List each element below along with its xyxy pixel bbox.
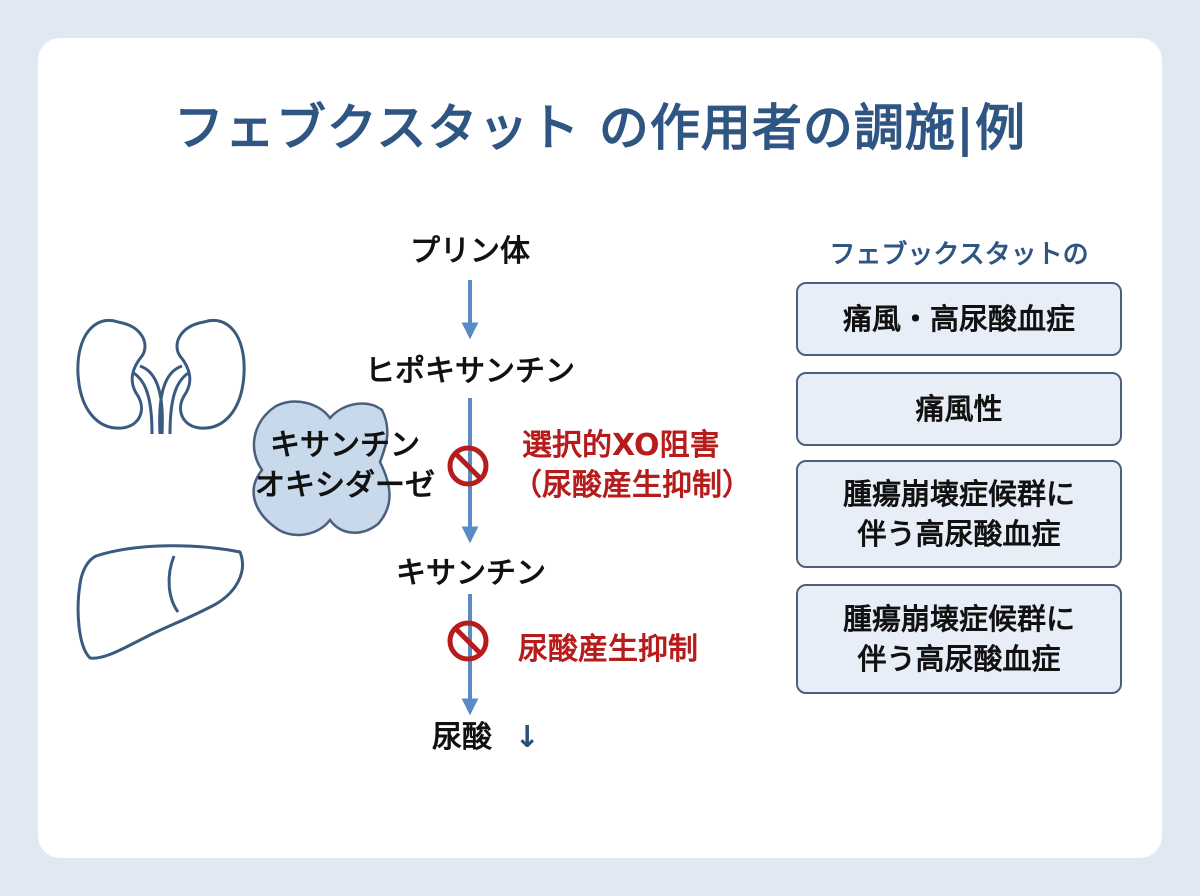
node-xanthine: キサンチン	[396, 556, 546, 591]
indication-text: 腫瘍崩壊症候群に 伴う高尿酸血症	[842, 477, 1075, 551]
indication-box: 腫瘍崩壊症候群に 伴う高尿酸血症	[796, 460, 1122, 568]
indication-box: 痛風性	[796, 372, 1122, 446]
down-arrow-icon: ↓	[514, 720, 540, 755]
indication-text: 痛風性	[915, 392, 1003, 426]
content-card	[38, 38, 1162, 858]
enzyme-label-line2: オキシダーゼ	[255, 468, 435, 503]
enzyme-label-line1: キサンチン	[270, 428, 420, 463]
uric-acid-label: 尿酸	[432, 720, 492, 755]
inhibition-label-2: 尿酸産生抑制	[518, 632, 698, 667]
kidney-icon	[76, 318, 246, 435]
indication-box: 痛風・高尿酸血症	[796, 282, 1122, 356]
liver-icon	[76, 544, 244, 660]
node-uric-acid: 尿酸 ↓	[432, 712, 540, 756]
node-purine: プリン体	[410, 234, 530, 269]
inhibition-label-1: 選択的XO阻害 （尿酸産生抑制）	[512, 426, 752, 506]
enzyme-icon	[252, 400, 391, 537]
indications-title: フェブックスタットの	[829, 240, 1089, 270]
indication-text: 痛風・高尿酸血症	[842, 302, 1075, 336]
inhibition-label-1-line2: （尿酸産生抑制）	[512, 468, 752, 503]
enzyme-label: キサンチン オキシダーゼ	[232, 426, 458, 506]
node-hypoxanthine: ヒポキサンチン	[365, 354, 575, 389]
indication-box: 腫瘍崩壊症候群に 伴う高尿酸血症	[796, 584, 1122, 694]
no-symbol-icon	[447, 445, 489, 487]
page-title: フェブクスタット の作用者の調施|例	[173, 99, 1027, 157]
no-symbol-icon	[447, 620, 489, 662]
indication-text: 腫瘍崩壊症候群に 伴う高尿酸血症	[842, 602, 1075, 676]
inhibition-label-1-line1: 選択的XO阻害	[522, 428, 720, 463]
